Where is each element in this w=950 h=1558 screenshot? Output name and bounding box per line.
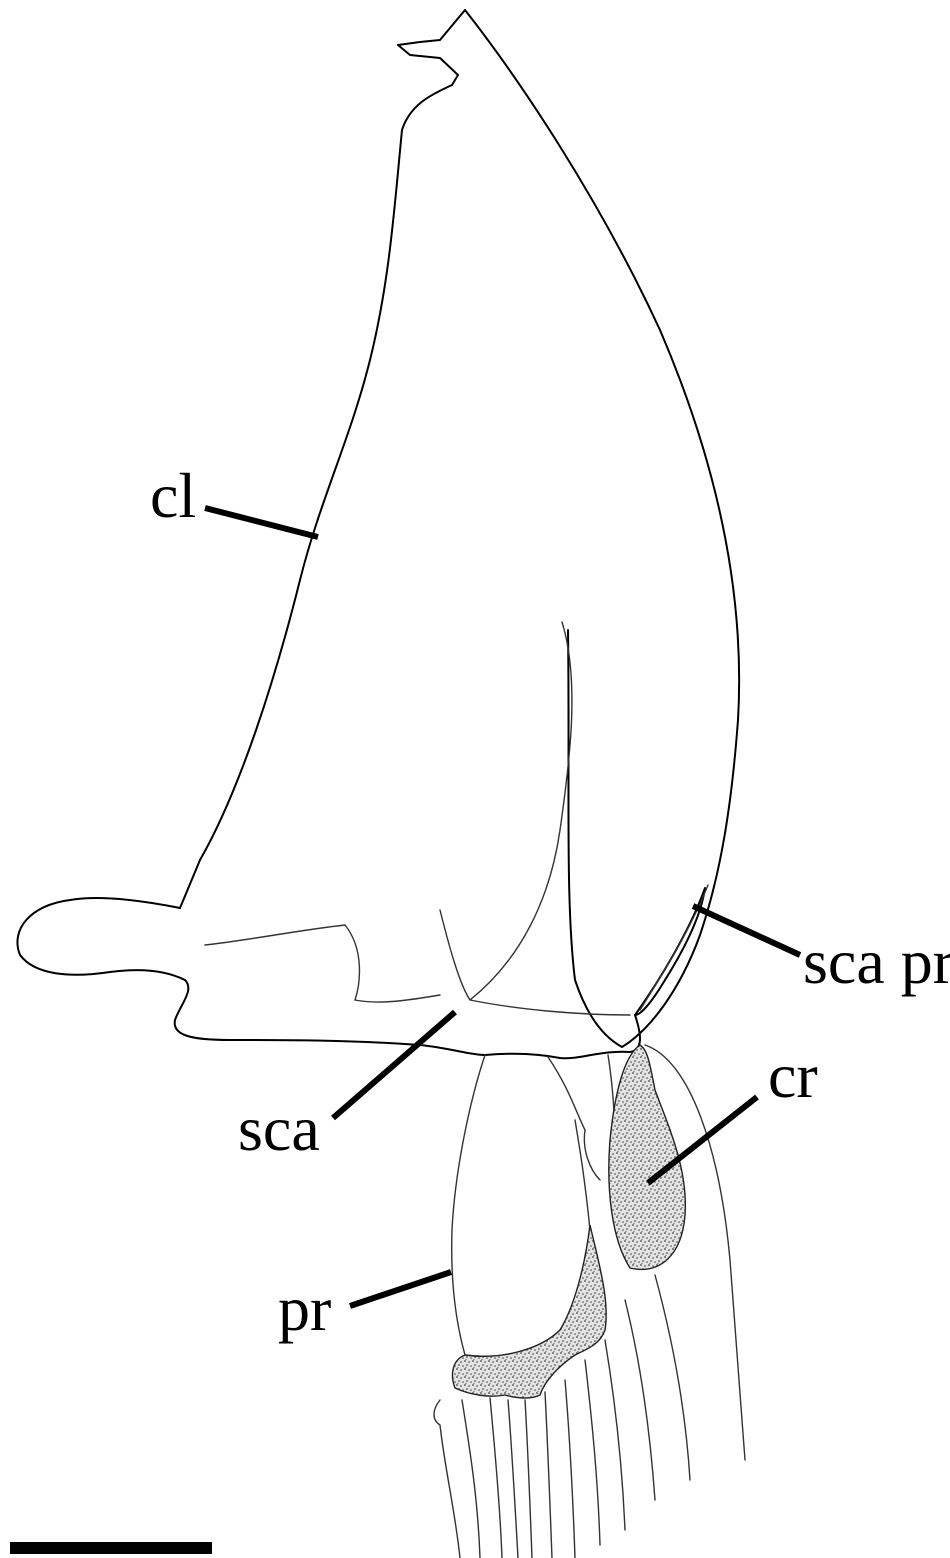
fin-ray <box>508 1400 518 1558</box>
label-cl: cl <box>150 460 196 531</box>
scapula-inner-line-2 <box>440 910 630 1015</box>
radial-cartilage <box>452 1225 606 1398</box>
leader-sca <box>333 1012 455 1118</box>
scapula-outline <box>485 888 705 1058</box>
fin-ray <box>545 1392 552 1558</box>
fin-ray <box>605 1340 625 1530</box>
fin-ray <box>490 1398 502 1558</box>
label-sca-pr: sca pr <box>803 926 950 997</box>
fin-ray <box>434 1400 460 1558</box>
leader-cl <box>205 508 318 537</box>
fin-ray <box>565 1380 575 1558</box>
fin-ray <box>462 1400 480 1558</box>
fin-ray <box>625 1300 655 1500</box>
label-cr: cr <box>768 1040 818 1111</box>
label-sca: sca <box>238 1093 320 1164</box>
fin-ray <box>655 1275 690 1480</box>
cleithrum-outline <box>180 10 739 1047</box>
leader-sca-pr <box>693 906 800 955</box>
fin-ray <box>525 1400 532 1558</box>
fin-ray <box>585 1360 600 1545</box>
coracoid-cartilage <box>609 1045 686 1269</box>
label-pr: pr <box>278 1273 331 1344</box>
scapula-inner-line-1 <box>205 925 440 1002</box>
leader-pr <box>350 1272 451 1306</box>
cleithrum-inner-ridge <box>470 622 572 1000</box>
cleithrum-ventral-lobe <box>17 898 485 1055</box>
scale-bar <box>10 1542 212 1554</box>
